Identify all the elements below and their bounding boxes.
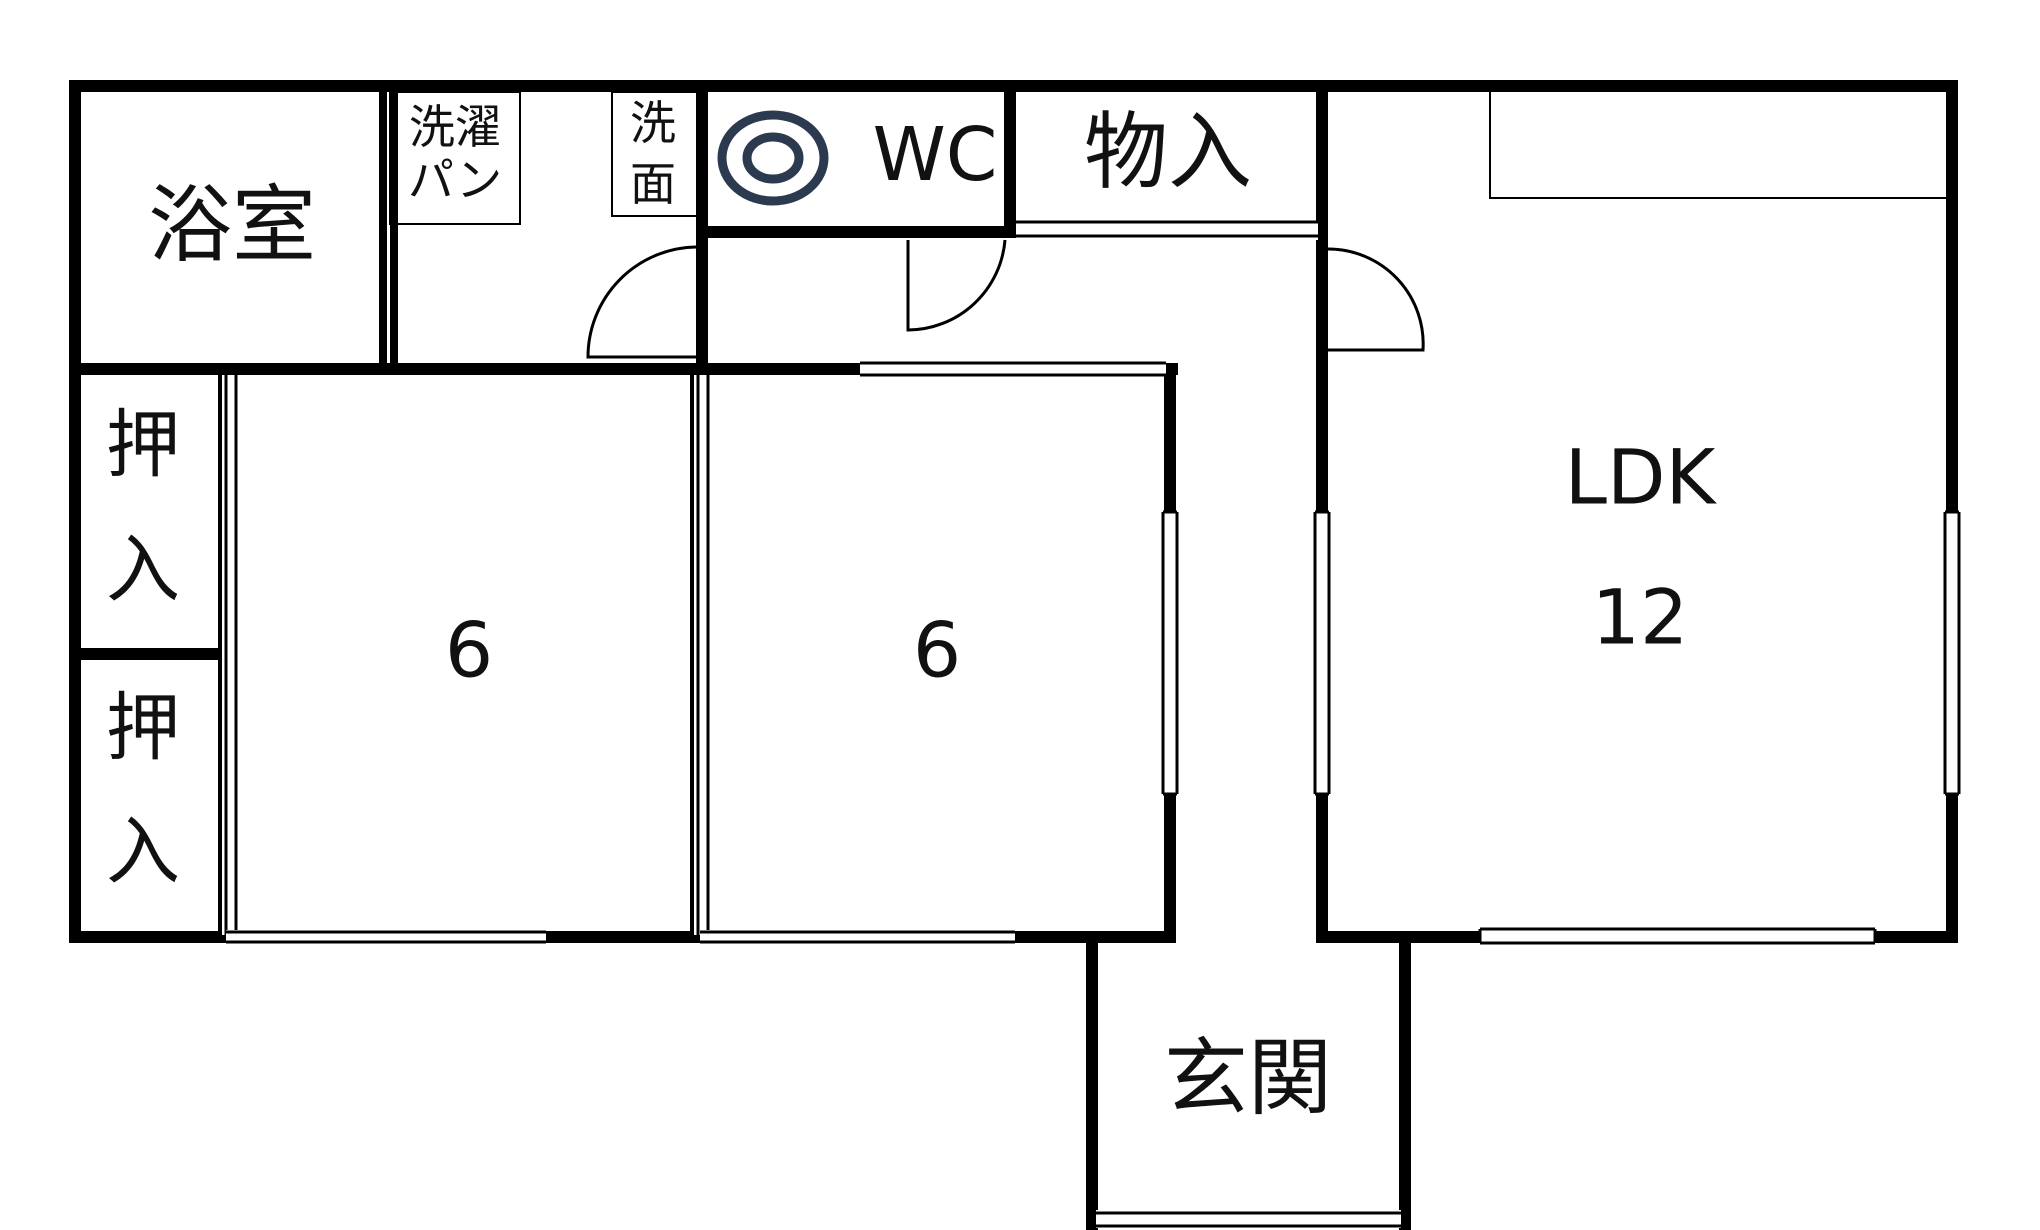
washroom-label-line2: 面 bbox=[630, 157, 676, 211]
closet-bottom-label-line2: 入 bbox=[106, 809, 180, 895]
washbasin bbox=[611, 91, 700, 217]
kitchen-counter bbox=[1489, 92, 1946, 199]
washroom-door bbox=[586, 245, 697, 359]
toilet-icon bbox=[717, 110, 829, 206]
doors bbox=[586, 239, 1425, 359]
washroom-label-line1: 洗 bbox=[630, 96, 676, 150]
laundry-label-line1: 洗濯 bbox=[409, 100, 501, 154]
storage-label: 物入 bbox=[1084, 103, 1252, 201]
room-labels: 浴室 洗濯 パン 洗 面 WC 物入 押 入 押 入 6 6 LDK 12 玄関 bbox=[106, 96, 1718, 1127]
laundry-label-line2: パン bbox=[408, 153, 502, 207]
entrance-label: 玄関 bbox=[1164, 1029, 1332, 1127]
laundry-pan bbox=[389, 91, 521, 225]
closet-bottom-label-line1: 押 bbox=[106, 685, 180, 771]
wc-label: WC bbox=[873, 112, 998, 198]
ldk-name-label: LDK bbox=[1565, 433, 1718, 522]
wc-door bbox=[906, 239, 1007, 332]
windows bbox=[222, 220, 1961, 1228]
fixtures bbox=[389, 91, 1946, 225]
ldk-door bbox=[1327, 247, 1425, 352]
closet-top-label-line1: 押 bbox=[106, 402, 180, 488]
ldk-size-label: 12 bbox=[1592, 573, 1689, 662]
bath-label: 浴室 bbox=[148, 176, 316, 274]
room1-size-label: 6 bbox=[445, 606, 493, 695]
room2-size-label: 6 bbox=[913, 606, 961, 695]
closet-top-label-line2: 入 bbox=[106, 527, 180, 613]
